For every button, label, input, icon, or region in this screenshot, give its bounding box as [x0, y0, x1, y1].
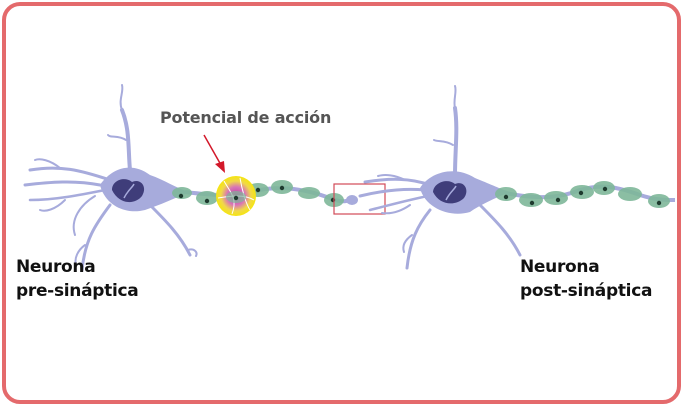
synapse-highlight-box	[333, 183, 386, 215]
pre-synaptic-neuron	[23, 84, 198, 272]
post-synaptic-myelin	[495, 181, 670, 208]
pre-synaptic-label-line1: Neurona	[16, 257, 96, 277]
action-potential-label: Potencial de acción	[160, 108, 332, 127]
annotation-arrow	[203, 134, 225, 173]
post-synaptic-neuron	[358, 85, 522, 270]
pre-synaptic-label-line2: pre-sináptica	[16, 281, 139, 301]
post-synaptic-node-dots	[503, 186, 662, 206]
post-synaptic-label-line2: post-sináptica	[520, 281, 653, 301]
pre-synaptic-label: Neurona pre-sináptica	[16, 255, 139, 303]
post-synaptic-nucleus	[433, 181, 467, 204]
action-potential-marker	[216, 176, 256, 216]
post-synaptic-label: Neurona post-sináptica	[520, 255, 652, 303]
post-synaptic-label-line1: Neurona	[520, 257, 600, 277]
axon-terminal	[346, 195, 358, 205]
